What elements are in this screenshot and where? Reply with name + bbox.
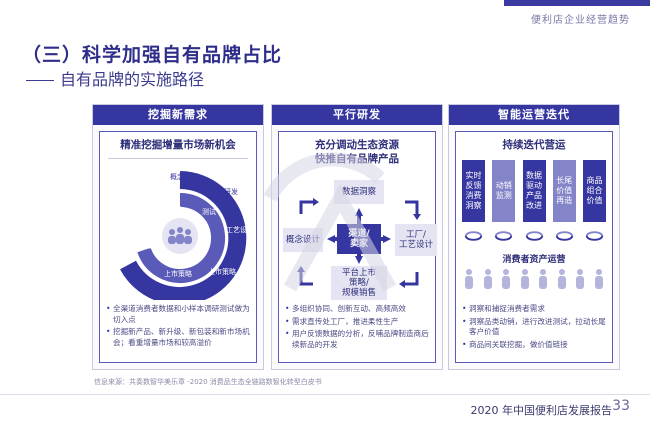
refresh-icon (525, 231, 543, 241)
wheel-label-newdesign: 新品设计 (134, 241, 162, 250)
page-subtitle: 自有品牌的实施路径 (26, 66, 204, 90)
wheel-label-category: 品类研发 (210, 187, 238, 196)
cycle-inner-ring (137, 193, 226, 283)
bullet-item: 挖掘新产品、新升级、新包装和新市场机会；看重增量市场和较高溢价 (106, 327, 252, 348)
col-realtime-feedback: 实时反馈消费洞察 (462, 160, 485, 222)
bullet-item: 洞察和捕捉消费者需求 (462, 304, 608, 315)
parallel-diagram: 数据洞察 概念设计 工厂/ 工艺设计 平台上市 策略/ 规模销售 渠道/ 卖家 (279, 180, 437, 300)
consumer-people-row (462, 268, 606, 290)
panel-demand-bullets: 全渠道消费者数据和小样本调研测试做为切入点 挖掘新产品、新升级、新包装和新市场机… (106, 304, 252, 350)
section-tag: 便利店企业经营趋势 (531, 15, 630, 26)
refresh-icon (555, 231, 573, 241)
wheel-label-strategy: 上市策略 (164, 269, 192, 278)
refresh-icon (464, 231, 483, 241)
wheel-label-promo: 营销推广 (156, 205, 184, 214)
col-sales-monitor: 动销监测 (492, 160, 516, 222)
refresh-icon (495, 231, 513, 241)
col-combo-value: 商品组合价值 (583, 160, 606, 222)
panel-parallel-body: 充分调动生态资源 快推自有品牌产品 数据洞察 概念设计 工厂/ 工艺设计 平台上… (278, 131, 437, 363)
col-data-driven: 数据驱动产品改进 (522, 160, 546, 222)
subtitle-text: 自有品牌的实施路径 (60, 70, 205, 89)
panel-demand: 挖掘新需求 精准挖掘增量市场新机会 概念甄选 品类研发 工艺设计 上市策略 需求… (92, 104, 264, 370)
page-number: 33 (612, 398, 630, 414)
panel-parallel-subtitle: 充分调动生态资源 快推自有品牌产品 (315, 139, 399, 165)
parallel-arrows (297, 198, 421, 288)
panel-demand-body: 精准挖掘增量市场新机会 概念甄选 品类研发 工艺设计 上市策略 需求洞察 新品设… (99, 131, 257, 363)
footer-divider (0, 394, 650, 395)
cycle-outer-ring (120, 171, 247, 300)
wheel-label-insight: 需求洞察 (118, 213, 146, 222)
col-longtail: 长尾价值再造 (552, 160, 576, 222)
panel-parallel-bullets: 多组织协同、创新互动、高频高效 需求直传处工厂，推进柔性生产 用户反馈数据的分析… (285, 304, 431, 352)
person-icon (539, 269, 548, 289)
panel-operation: 智能运营迭代 持续迭代营运 实时反馈消费洞察 动销监测 数据驱动产品改进 长尾价… (448, 104, 620, 370)
arrow-icon (327, 208, 391, 264)
panel-operation-subtitle: 持续迭代营运 (502, 139, 566, 151)
bullet-item: 全渠道消费者数据和小样本调研测试做为切入点 (106, 304, 252, 325)
subtitle-dash (26, 80, 54, 81)
consumer-asset-label: 消费者资产运营 (502, 255, 566, 265)
panel-demand-divider (108, 158, 248, 159)
bullet-item: 商品间关联挖掘，做价值链接 (462, 340, 608, 351)
panel-parallel: 平行研发 充分调动生态资源 快推自有品牌产品 数据洞察 概念设计 工厂/ 工艺设… (271, 104, 443, 370)
person-icon (576, 269, 585, 289)
panel-operation-bullets: 洞察和捕捉消费者需求 洞察品类动销，进行改进测试，拉动长尾客户价值 商品间关联挖… (462, 304, 608, 352)
cycle-icons (462, 230, 606, 242)
person-icon (520, 269, 529, 289)
person-icon (502, 269, 511, 289)
bullet-item: 洞察品类动销，进行改进测试，拉动长尾客户价值 (462, 317, 608, 338)
page-title: （三）科学加强自有品牌占比 (22, 44, 283, 66)
demand-cycle-diagram: 概念甄选 品类研发 工艺设计 上市策略 需求洞察 新品设计 上市策略 营销推广 … (118, 171, 252, 300)
bullet-item: 多组织协同、创新互动、高频高效 (285, 304, 431, 315)
person-icon (483, 269, 492, 289)
person-icon (465, 269, 473, 289)
wheel-label-launch: 上市策略 (208, 267, 236, 276)
panel-parallel-header: 平行研发 (272, 105, 442, 125)
wheel-label-concept: 概念甄选 (170, 172, 198, 181)
panel-operation-body: 持续迭代营运 实时反馈消费洞察 动销监测 数据驱动产品改进 长尾价值再造 商品组… (455, 131, 613, 363)
report-title: 2020 年中国便利店发展报告 (470, 404, 613, 417)
people-group-icon (168, 227, 192, 244)
bullet-item: 需求直传处工厂，推进柔性生产 (285, 317, 431, 328)
refresh-icon (585, 231, 604, 241)
wheel-label-test: 测试 (202, 207, 216, 216)
panel-operation-header: 智能运营迭代 (449, 105, 619, 125)
person-icon (594, 269, 603, 289)
wheel-label-craft: 工艺设计 (226, 225, 252, 234)
panel-demand-header: 挖掘新需求 (93, 105, 263, 125)
panel-demand-subtitle: 精准挖掘增量市场新机会 (120, 139, 236, 151)
top-accent-bar (504, 0, 650, 6)
box-factory-design: 工厂/ 工艺设计 (395, 224, 437, 256)
person-icon (557, 269, 566, 289)
operation-columns: 实时反馈消费洞察 动销监测 数据驱动产品改进 长尾价值再造 商品组合价值 (462, 160, 606, 222)
source-note: 信息来源：共奏数智华美乐章 -2020 消费品生态全链路数智化转型白皮书 (94, 378, 322, 386)
bullet-item: 用户反馈数据的分析，反哺品牌制造商后续新品的开发 (285, 329, 431, 350)
